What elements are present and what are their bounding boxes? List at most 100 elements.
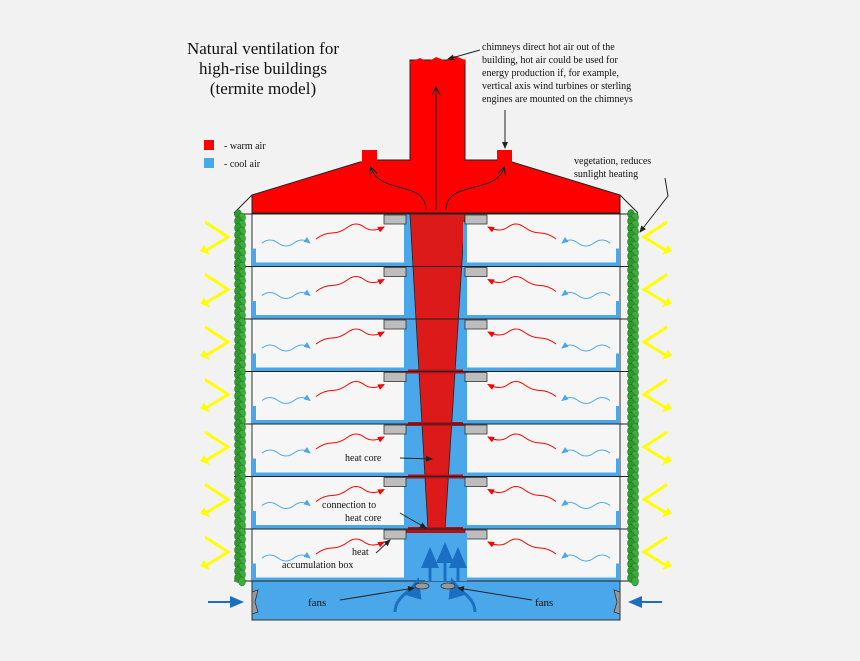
- heat-accumulation-box: [383, 529, 407, 540]
- sun-ray: [204, 273, 231, 305]
- fan-icon: [440, 582, 456, 590]
- basement-flow-left: [393, 577, 422, 613]
- heat-accumulation-box: [383, 372, 407, 382]
- cool-air-arrow: [561, 394, 611, 404]
- sun-ray: [204, 378, 231, 410]
- warm-air-arrow: [315, 538, 385, 555]
- sun-ray-head: [662, 560, 672, 570]
- heat-accumulation-box: [383, 319, 407, 330]
- sun-ray-head: [662, 507, 672, 518]
- chimney-note-line-5: engines are mounted on the chimneys: [482, 94, 633, 105]
- sun-ray: [204, 535, 231, 568]
- cool-air-arrow: [261, 447, 311, 457]
- cool-duct-left: [252, 222, 408, 267]
- sun-ray-head: [662, 402, 672, 413]
- chimney-pointer-main: [447, 49, 481, 61]
- cool-duct-left: [252, 379, 408, 424]
- heat-core-label: heat core: [345, 453, 382, 464]
- sun-ray-head: [200, 245, 210, 255]
- leaf: [631, 576, 639, 587]
- sun-ray-head: [200, 507, 210, 518]
- legend-warm-label: - warm air: [224, 141, 266, 152]
- fans-label-right: fans: [535, 597, 553, 609]
- cool-duct-left: [252, 327, 408, 372]
- fan-basement: [251, 579, 621, 621]
- left-fan-icon: [251, 589, 259, 615]
- cool-duct-left: [252, 484, 408, 529]
- sun-ray: [641, 483, 668, 515]
- sun-ray-head: [200, 560, 210, 570]
- warm-air-arrow: [487, 538, 557, 555]
- cool-air-arrow: [261, 499, 311, 509]
- basement-flow-right: [448, 577, 477, 613]
- cool-duct-right: [463, 222, 620, 267]
- cool-duct-right: [463, 432, 620, 477]
- sun-ray: [204, 483, 231, 515]
- chimney-note-line-2: building, hot air could be used for: [482, 55, 618, 66]
- heat-accumulation-box: [464, 529, 488, 540]
- warm-air-arrow: [315, 433, 385, 450]
- sun-ray-head: [200, 350, 210, 360]
- sun-ray: [641, 430, 668, 463]
- heat-accumulation-box: [464, 477, 488, 487]
- heat-accumulation-box: [383, 267, 407, 277]
- sun-ray-head: [662, 297, 672, 308]
- cool-air-arrow: [561, 237, 611, 247]
- chimney-note-line-3: energy production if, for example,: [482, 68, 619, 79]
- roof-arrow-right: [445, 168, 504, 211]
- cool-air-arrow: [561, 552, 611, 562]
- fans-label-left: fans: [308, 597, 326, 609]
- cool-duct-left: [252, 432, 408, 477]
- connection-bar: [406, 529, 466, 533]
- sun-ray-head: [662, 455, 672, 465]
- sun-ray: [641, 220, 668, 253]
- sun-ray: [641, 535, 668, 568]
- fan-icon: [414, 582, 430, 590]
- chimney-annotation: chimneys direct hot air out of the build…: [447, 42, 633, 149]
- title-line-2: high-rise buildings: [199, 59, 327, 78]
- warm-air-arrow: [315, 381, 385, 397]
- warm-air-arrow: [487, 381, 557, 397]
- cool-air-arrow: [561, 289, 611, 299]
- fans-pointer-left: [339, 585, 415, 601]
- warm-air-arrow: [487, 276, 557, 292]
- chimney-note-line-4: vertical axis wind turbines or sterling: [482, 81, 631, 92]
- accumulation-label-line-1: heat: [352, 547, 369, 558]
- sun-rays: [200, 220, 672, 570]
- sun-ray-head: [662, 350, 672, 360]
- left-chimney: [362, 150, 377, 164]
- heat-core-pointer: [399, 455, 433, 462]
- vegetation-pointer: [639, 177, 669, 233]
- sun-ray: [204, 325, 231, 358]
- cool-duct-right: [463, 379, 620, 424]
- cool-air-arrow: [261, 552, 311, 562]
- vegetation-note-line-1: vegetation, reduces: [574, 156, 651, 167]
- fans-pointer-right: [457, 585, 533, 601]
- warm-air-arrow: [315, 223, 385, 240]
- cool-duct-left: [252, 274, 408, 319]
- accumulation-label-line-2: accumulation box: [282, 560, 353, 571]
- heat-accumulation-box: [464, 372, 488, 382]
- cool-air-arrow: [561, 447, 611, 457]
- warm-air-arrow: [487, 223, 557, 240]
- warm-air-arrow: [487, 328, 557, 345]
- roof-arrow-left: [371, 168, 427, 211]
- vegetation-note-line-2: sunlight heating: [574, 169, 638, 180]
- title-line-3: (termite model): [210, 79, 316, 98]
- sun-ray: [641, 273, 668, 305]
- sun-ray-head: [200, 455, 210, 465]
- connection-label-line-1: connection to: [322, 500, 376, 511]
- sun-ray: [641, 325, 668, 358]
- main-chimney-cap: [410, 56, 465, 64]
- cool-air-arrow: [261, 394, 311, 404]
- heat-accumulation-box: [464, 319, 488, 330]
- vegetation: [234, 209, 639, 587]
- leaf: [238, 576, 246, 587]
- warm-air-arrow: [487, 433, 557, 450]
- cool-air-arrow: [261, 342, 311, 352]
- heat-accumulation-box: [464, 424, 488, 435]
- sun-ray-head: [200, 297, 210, 308]
- cool-air-arrow: [261, 289, 311, 299]
